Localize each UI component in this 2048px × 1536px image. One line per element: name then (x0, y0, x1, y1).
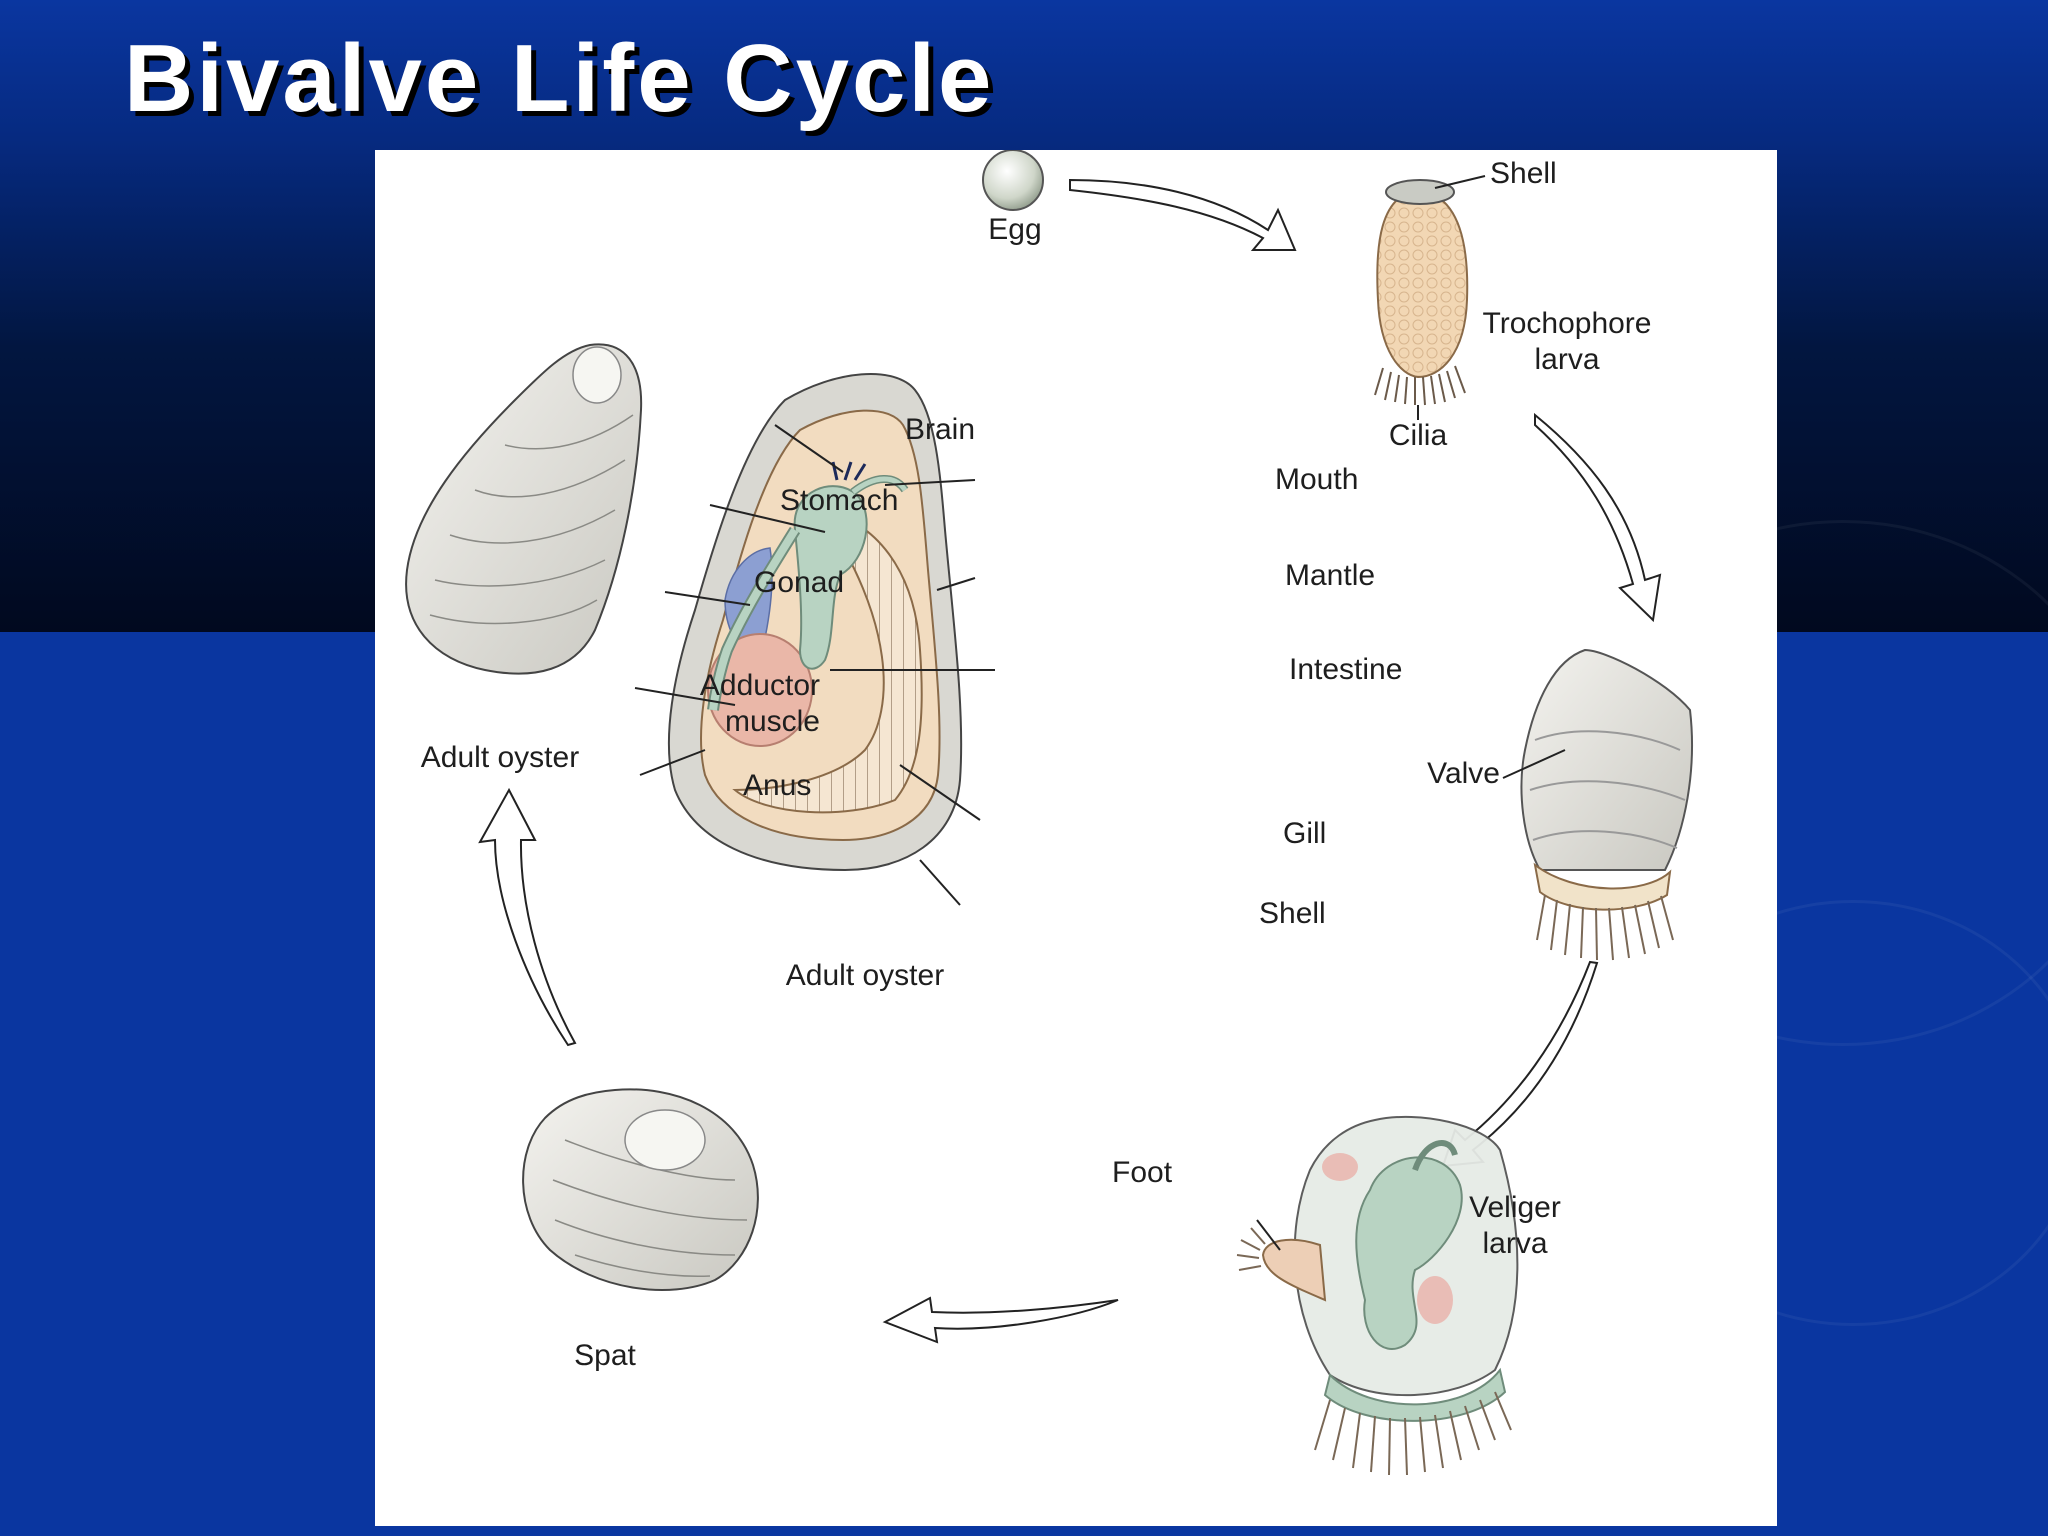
arrow-spat-to-adult (478, 787, 577, 1047)
label-valve: Valve (1427, 757, 1500, 790)
spat-shell (522, 1088, 759, 1291)
valve-larva (1502, 648, 1693, 961)
label-trochophore-shell: Shell (1490, 157, 1557, 190)
adult-oyster-anatomy (634, 373, 995, 906)
label-adductor-line1: Adductor (699, 669, 820, 702)
label-adult-oyster-shell: Adult oyster (420, 741, 580, 774)
arrow-veliger-to-spat (882, 1296, 1119, 1344)
egg-cell (982, 150, 1044, 211)
veliger-larva (1236, 1115, 1519, 1476)
label-trochophore-line1: Trochophore (1482, 307, 1652, 340)
slide-title: Bivalve Life Cycle (124, 25, 995, 132)
label-stomach: Stomach (780, 484, 899, 517)
label-mantle: Mantle (1285, 559, 1376, 592)
label-trochophore-line2: larva (1534, 343, 1600, 376)
label-gonad: Gonad (754, 566, 845, 599)
arrow-egg-to-trochophore (1069, 178, 1297, 251)
label-intestine: Intestine (1289, 653, 1403, 686)
life-cycle-illustration (405, 150, 1693, 1476)
label-gill: Gill (1283, 817, 1327, 850)
label-trochophore-cilia: Cilia (1388, 419, 1448, 452)
label-anus: Anus (743, 769, 812, 802)
trochophore-larva (1374, 175, 1486, 420)
arrow-trochophore-to-valve (1534, 412, 1662, 623)
label-mouth: Mouth (1275, 463, 1359, 496)
diagram-panel: Egg Shell Trochophore larva Cilia Valve … (375, 150, 1777, 1526)
label-brain: Brain (905, 413, 976, 446)
label-spat: Spat (574, 1339, 636, 1372)
label-adult-oyster-anatomy: Adult oyster (785, 959, 945, 992)
label-foot: Foot (1112, 1156, 1173, 1189)
label-egg: Egg (988, 213, 1042, 246)
label-veliger-line2: larva (1482, 1227, 1548, 1260)
label-veliger-line1: Veliger (1469, 1191, 1561, 1224)
adult-oyster-shell (405, 343, 643, 675)
label-adductor-line2: muscle (724, 705, 820, 738)
label-anatomy-shell: Shell (1259, 897, 1326, 930)
